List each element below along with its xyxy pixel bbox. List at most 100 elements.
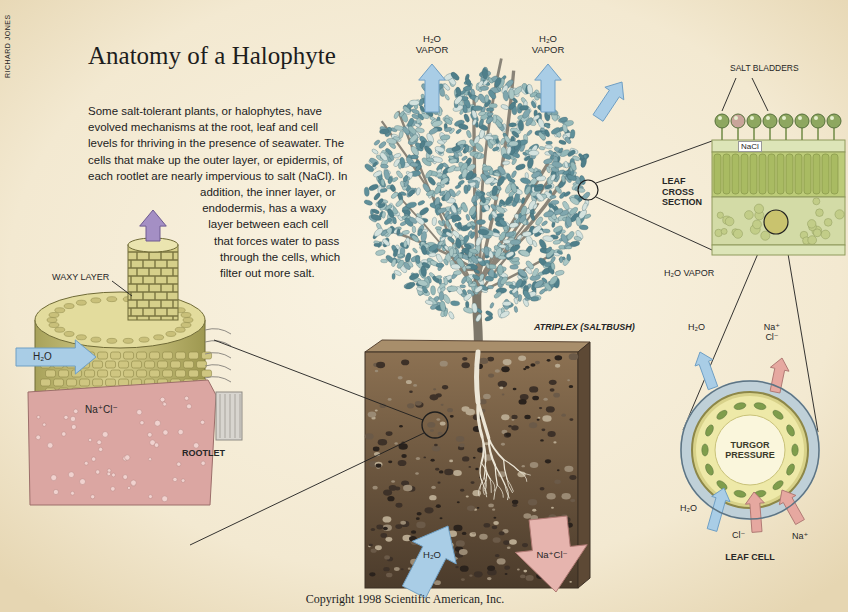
saltbush-foliage [426,189,436,197]
saltbush-foliage [471,303,478,314]
saltbush-foliage [439,176,450,186]
leaf-cell-figure [704,424,715,438]
saltbush-foliage [436,263,444,268]
soil-block [369,572,375,576]
saltbush-foliage [474,141,485,153]
rootlet-figure [230,394,231,438]
rootlet-figure [102,432,108,438]
soil-block [483,394,491,399]
rootlet-figure [172,300,173,308]
rootlet-figure [137,352,147,359]
saltbush-foliage [569,196,580,206]
rootlet-figure [172,284,173,292]
saltbush-foliage [449,158,458,164]
soil-block [512,500,518,504]
soil-block [504,433,511,438]
rootlet-figure [107,297,117,302]
saltbush-foliage [559,233,569,245]
rootlet-figure [131,480,137,486]
saltbush-foliage [519,249,531,258]
saltbush-foliage [468,205,478,217]
rootlet-figure [128,307,178,308]
rootlet-figure [173,477,177,481]
soil-block [546,493,555,499]
saltbush-foliage [503,301,512,306]
soil-block [471,481,475,484]
rootlet-figure [235,394,236,438]
leaf-cross-section-figure [822,154,829,194]
cell-caption: LEAF CELL [680,552,820,562]
soil-block [415,472,419,475]
saltbush-foliage [455,86,462,96]
leaf-cross-section-figure [715,114,729,128]
saltbush-foliage [402,230,410,235]
saltbush-foliage [397,253,403,257]
rootlet-figure [53,489,58,494]
rootlet-figure [67,379,77,386]
saltbush-foliage [368,183,379,191]
rootlet-figure [201,461,205,465]
saltbush-foliage [543,210,554,218]
saltbush-foliage [531,224,543,235]
soil-block [385,537,392,542]
rootlet-figure [68,472,74,478]
soil-block [401,360,409,366]
soil-block [440,517,443,519]
saltbush-foliage [410,162,419,167]
saltbush-foliage [390,184,396,192]
saltbush-foliage [461,168,468,178]
saltbush-foliage [511,170,518,178]
rootlet-figure [128,299,178,300]
rootlet-figure [130,260,131,268]
root-system [490,479,495,491]
saltbush-foliage [400,191,407,196]
rootlet-figure [128,245,178,320]
rootlet-figure [137,370,147,377]
saltbush-foliage [477,80,484,88]
root-system [484,478,486,491]
saltbush-foliage [553,239,561,245]
rootlet-figure [41,379,51,386]
soil-block [399,425,403,428]
soil-block [459,443,465,447]
rootlet-figure [197,361,207,368]
saltbush-foliage [550,256,556,263]
saltbush-foliage [451,145,461,152]
soil-block [442,385,448,389]
rootlet-figure [64,304,74,309]
rootlet-figure [107,338,117,343]
leaf-cross-section-figure [717,212,723,218]
rootlet-figure [64,331,74,336]
saltbush-foliage [439,190,446,196]
saltbush-foliage [464,77,472,87]
saltbush-foliage [454,222,463,230]
soil-block [543,398,547,401]
rootlet-figure [98,352,108,359]
saltbush-foliage [533,185,543,192]
rootlet-figure [189,370,199,377]
saltbush-foliage [484,176,496,186]
rootlet-figure [64,415,68,419]
soil-block [386,573,392,578]
saltbush-foliage [498,218,508,228]
soil-block [391,480,395,483]
part-label: SALT BLADDERS [730,64,799,74]
rootlet-figure [163,402,167,406]
rootlet-figure [166,260,167,268]
rootlet-figure [202,370,212,377]
leader-line [578,180,598,200]
saltbush-foliage [380,259,387,263]
saltbush-foliage [453,95,463,106]
soil-block [539,407,542,409]
soil-block [430,394,439,400]
circle-outline [681,381,819,519]
saltbush-foliage [412,226,416,233]
soil-block [430,429,434,432]
saltbush-foliage [421,261,431,269]
vapor-label: H₂O VAPOR [408,34,456,56]
saltbush-foliage [481,68,488,79]
root-system [483,481,486,495]
leaf-cross-section-figure [768,154,775,194]
soil-block [469,574,472,576]
root-system [485,461,490,479]
